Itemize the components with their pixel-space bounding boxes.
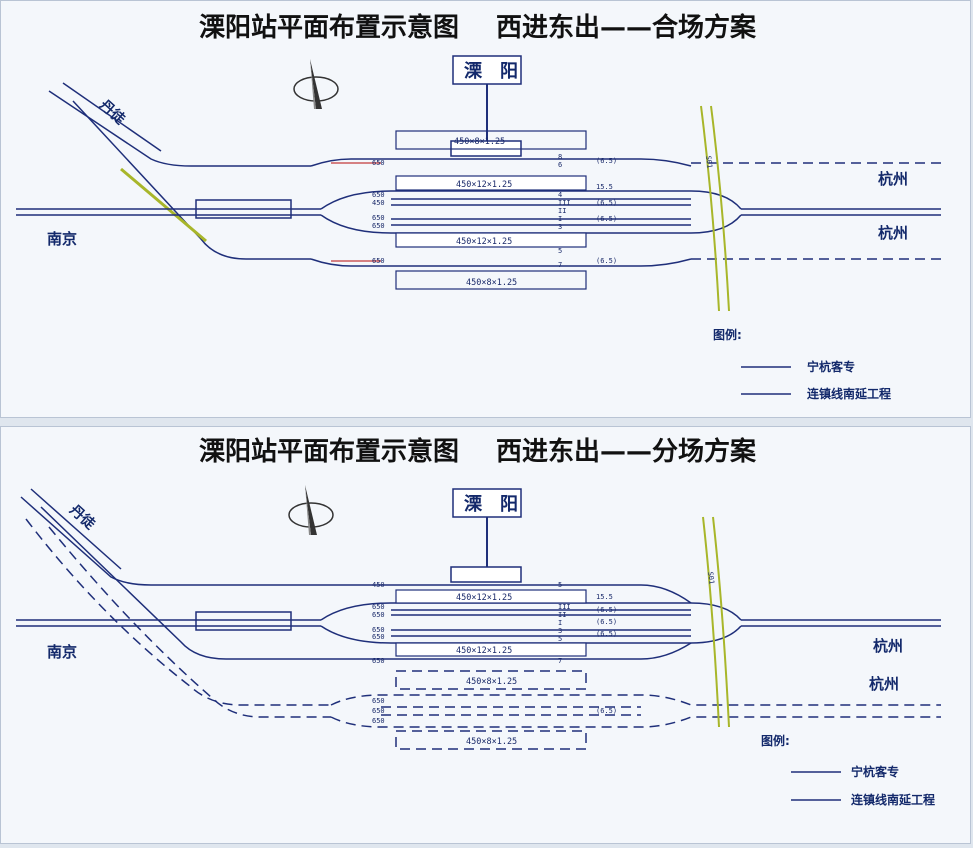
diagram-separate-svg: 溧阳站平面布置示意图 西进东出——分场方案 溧 阳 丹徒 bbox=[16, 436, 941, 807]
direction-dantu: 丹徒 bbox=[96, 96, 129, 128]
legend-item: 连镇线南延工程 bbox=[851, 792, 935, 807]
ramp-value: (6.5) bbox=[596, 215, 617, 223]
track-length: 650 bbox=[372, 717, 385, 725]
track-length: 650 bbox=[372, 707, 385, 715]
track-length: 650 bbox=[372, 159, 385, 167]
diagram-separate: 溧阳站平面布置示意图 西进东出——分场方案 溧 阳 丹徒 bbox=[0, 426, 971, 844]
main-tracks bbox=[16, 158, 941, 267]
track-number: III bbox=[558, 199, 571, 207]
track-number: 7 bbox=[558, 657, 562, 665]
legend-item: 宁杭客专 bbox=[807, 359, 855, 374]
platform-label: 450×12×1.25 bbox=[456, 180, 512, 190]
legend-title: 图例: bbox=[761, 733, 790, 748]
platform-label: 450×8×1.25 bbox=[466, 677, 517, 687]
track-number: II bbox=[558, 611, 566, 619]
platform-label: 450×8×1.25 bbox=[466, 737, 517, 747]
ramp-value: (6.5) bbox=[596, 707, 617, 715]
track-length: 450 bbox=[372, 199, 385, 207]
dantu-dashed bbox=[25, 518, 331, 718]
track-number: 5 bbox=[558, 247, 562, 255]
direction-hangzhou: 杭州 bbox=[878, 224, 908, 242]
track-number: 3 bbox=[558, 223, 562, 231]
station-name: 溧 阳 bbox=[464, 493, 518, 515]
road-s01 bbox=[700, 105, 730, 312]
direction-hangzhou: 杭州 bbox=[869, 675, 899, 693]
track-number: I bbox=[558, 619, 562, 627]
direction-hangzhou: 杭州 bbox=[878, 170, 908, 188]
direction-nanjing: 南京 bbox=[47, 643, 77, 661]
diagram-scheme: 西进东出——合场方案 bbox=[496, 12, 757, 43]
north-arrow-icon bbox=[288, 485, 334, 535]
platform bbox=[395, 175, 587, 191]
track-number: 7 bbox=[558, 261, 562, 269]
platform-outline bbox=[395, 270, 587, 290]
platform-label: 450×12×1.25 bbox=[456, 646, 512, 656]
track-length: 650 bbox=[372, 697, 385, 705]
direction-nanjing: 南京 bbox=[47, 230, 77, 248]
track-length: 650 bbox=[372, 657, 385, 665]
ramp-value: 15.5 bbox=[596, 593, 613, 601]
station-name: 溧 阳 bbox=[464, 60, 518, 82]
diagram-scheme: 西进东出——分场方案 bbox=[496, 436, 757, 467]
track-number: 8 bbox=[558, 153, 562, 161]
legend-title: 图例: bbox=[713, 327, 742, 342]
station-name-box bbox=[452, 488, 522, 518]
dantu-lines bbox=[20, 488, 321, 660]
track-number: 6 bbox=[558, 161, 562, 169]
track-length: 650 bbox=[372, 222, 385, 230]
track-length: 650 bbox=[372, 611, 385, 619]
road-label: S01 bbox=[704, 155, 714, 169]
direction-hangzhou: 杭州 bbox=[873, 637, 903, 655]
legend-item: 宁杭客专 bbox=[851, 764, 899, 779]
ramp-value: (6.5) bbox=[596, 606, 617, 614]
platform-label: 450×12×1.25 bbox=[456, 237, 512, 247]
diagram-combined: 溧阳站平面布置示意图 西进东出——合场方案 溧 阳 丹徒 bbox=[0, 0, 971, 418]
platform bbox=[395, 642, 587, 657]
direction-dantu: 丹徒 bbox=[66, 501, 99, 533]
legend-item: 连镇线南延工程 bbox=[807, 386, 891, 401]
track-length: 650 bbox=[372, 257, 385, 265]
track-length: 650 bbox=[372, 191, 385, 199]
track-length: 650 bbox=[372, 633, 385, 641]
track-length: 650 bbox=[372, 214, 385, 222]
road-label: S01 bbox=[706, 571, 716, 585]
platform bbox=[395, 232, 587, 248]
track-number: 4 bbox=[558, 191, 562, 199]
track-length: 650 bbox=[372, 603, 385, 611]
track-number: 5 bbox=[558, 635, 562, 643]
track-number: I bbox=[558, 215, 562, 223]
track-length: 650 bbox=[372, 626, 385, 634]
hangzhou-dashed bbox=[691, 162, 941, 260]
ramp-value: (6.5) bbox=[596, 199, 617, 207]
ramp-value: 15.5 bbox=[596, 183, 613, 191]
track-number: 5 bbox=[558, 581, 562, 589]
connector-yellow bbox=[120, 167, 207, 243]
station-building bbox=[450, 566, 522, 583]
platform-label: 450×12×1.25 bbox=[456, 593, 512, 603]
main-tracks bbox=[16, 584, 941, 660]
ramp-value: (6.5) bbox=[596, 618, 617, 626]
dantu-lines bbox=[48, 82, 311, 260]
track-length: 450 bbox=[372, 581, 385, 589]
diagram-combined-svg: 溧阳站平面布置示意图 西进东出——合场方案 溧 阳 丹徒 bbox=[16, 12, 941, 401]
platform-label: 450×8×1.25 bbox=[466, 278, 517, 288]
platform-label: 450×8×1.25 bbox=[454, 137, 505, 147]
ramp-value: (6.5) bbox=[596, 157, 617, 165]
platform-outline bbox=[395, 130, 587, 150]
track-number: III bbox=[558, 603, 571, 611]
track-number: II bbox=[558, 207, 566, 215]
road-s01 bbox=[702, 516, 730, 728]
ramp-value: (6.5) bbox=[596, 257, 617, 265]
platform bbox=[395, 589, 587, 604]
ramp-value: (6.5) bbox=[596, 630, 617, 638]
yard-dashed bbox=[330, 670, 941, 750]
track-number: 3 bbox=[558, 627, 562, 635]
diagram-title: 溧阳站平面布置示意图 bbox=[199, 436, 459, 467]
north-arrow-icon bbox=[293, 59, 339, 109]
diagram-title: 溧阳站平面布置示意图 bbox=[199, 12, 459, 43]
